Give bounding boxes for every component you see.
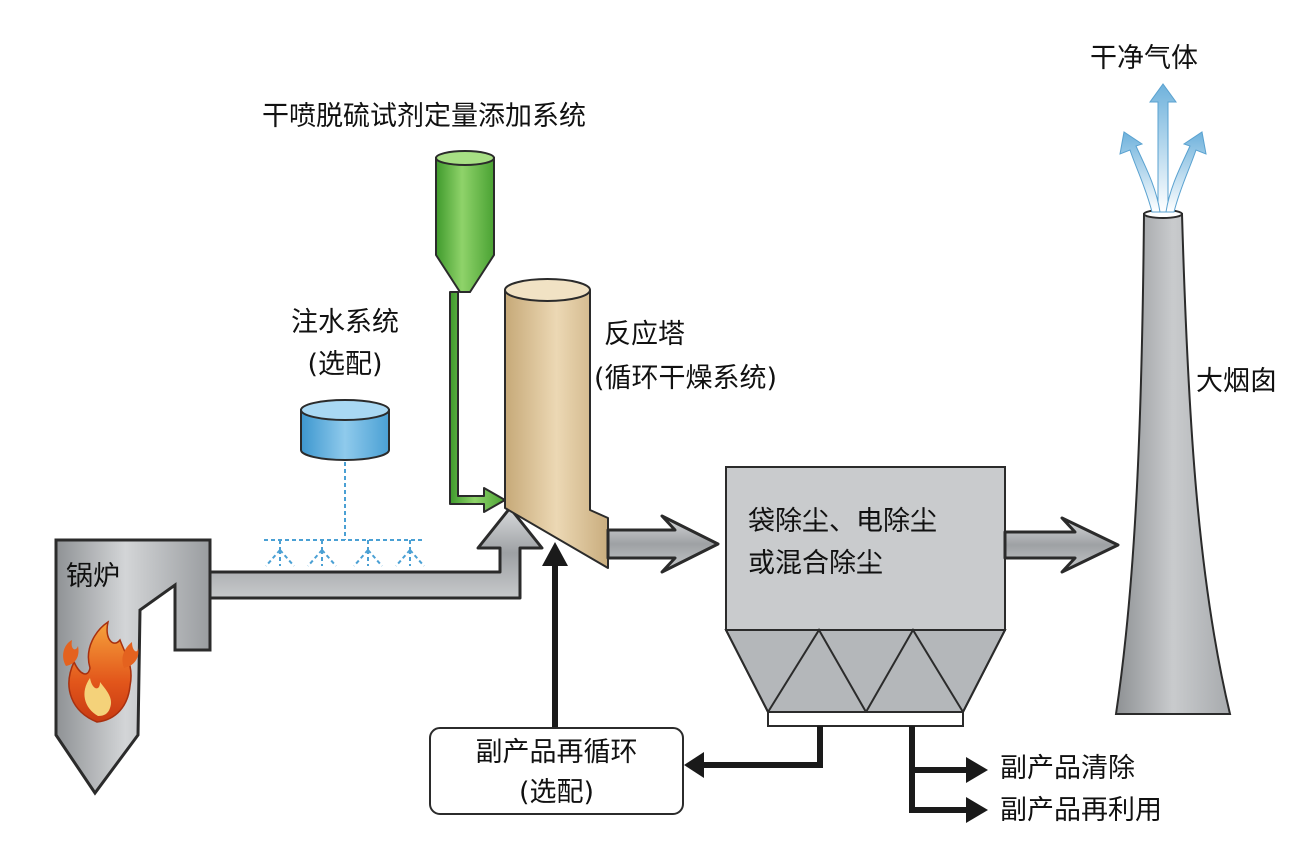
chimney [1114,209,1232,715]
recycle-optional-label: (选配) [518,777,595,808]
collector-label: 袋除尘、电除尘 [748,506,937,537]
clean-gas-arrows-icon [1119,83,1207,213]
collector-subtitle-label: 或混合除尘 [748,548,883,579]
dust-collector [724,466,1007,727]
water-spray-lines [264,462,425,567]
byproduct-reuse-label: 副产品再利用 [1000,795,1162,826]
recycle-label: 副产品再循环 [475,737,638,768]
reactor-outlet-arrow [606,514,720,574]
chimney-label: 大烟囱 [1196,366,1277,397]
flame-icon [63,620,139,723]
byproduct-lines [552,560,968,813]
reactor-label: 反应塔 [604,319,685,350]
water-system-optional-label: (选配) [307,349,383,380]
byproduct-arrowheads [542,542,988,823]
byproduct-removal-label: 副产品清除 [1000,753,1135,784]
flue-duct-arrow [208,506,544,600]
collector-outlet-arrow [1003,516,1120,574]
clean-gas-label: 干净气体 [1090,43,1198,74]
boiler-label: 锅炉 [66,561,120,592]
reactor-tower [504,278,609,569]
dry-sorbent-label: 干喷脱硫试剂定量添加系统 [262,101,586,132]
sorbent-feed-arrow [449,291,506,513]
water-tank [300,399,390,461]
water-system-label: 注水系统 [291,307,399,338]
sorbent-hopper [435,150,506,513]
recycle-box [429,727,684,815]
reactor-subtitle-label: (循环干燥系统) [594,363,778,394]
